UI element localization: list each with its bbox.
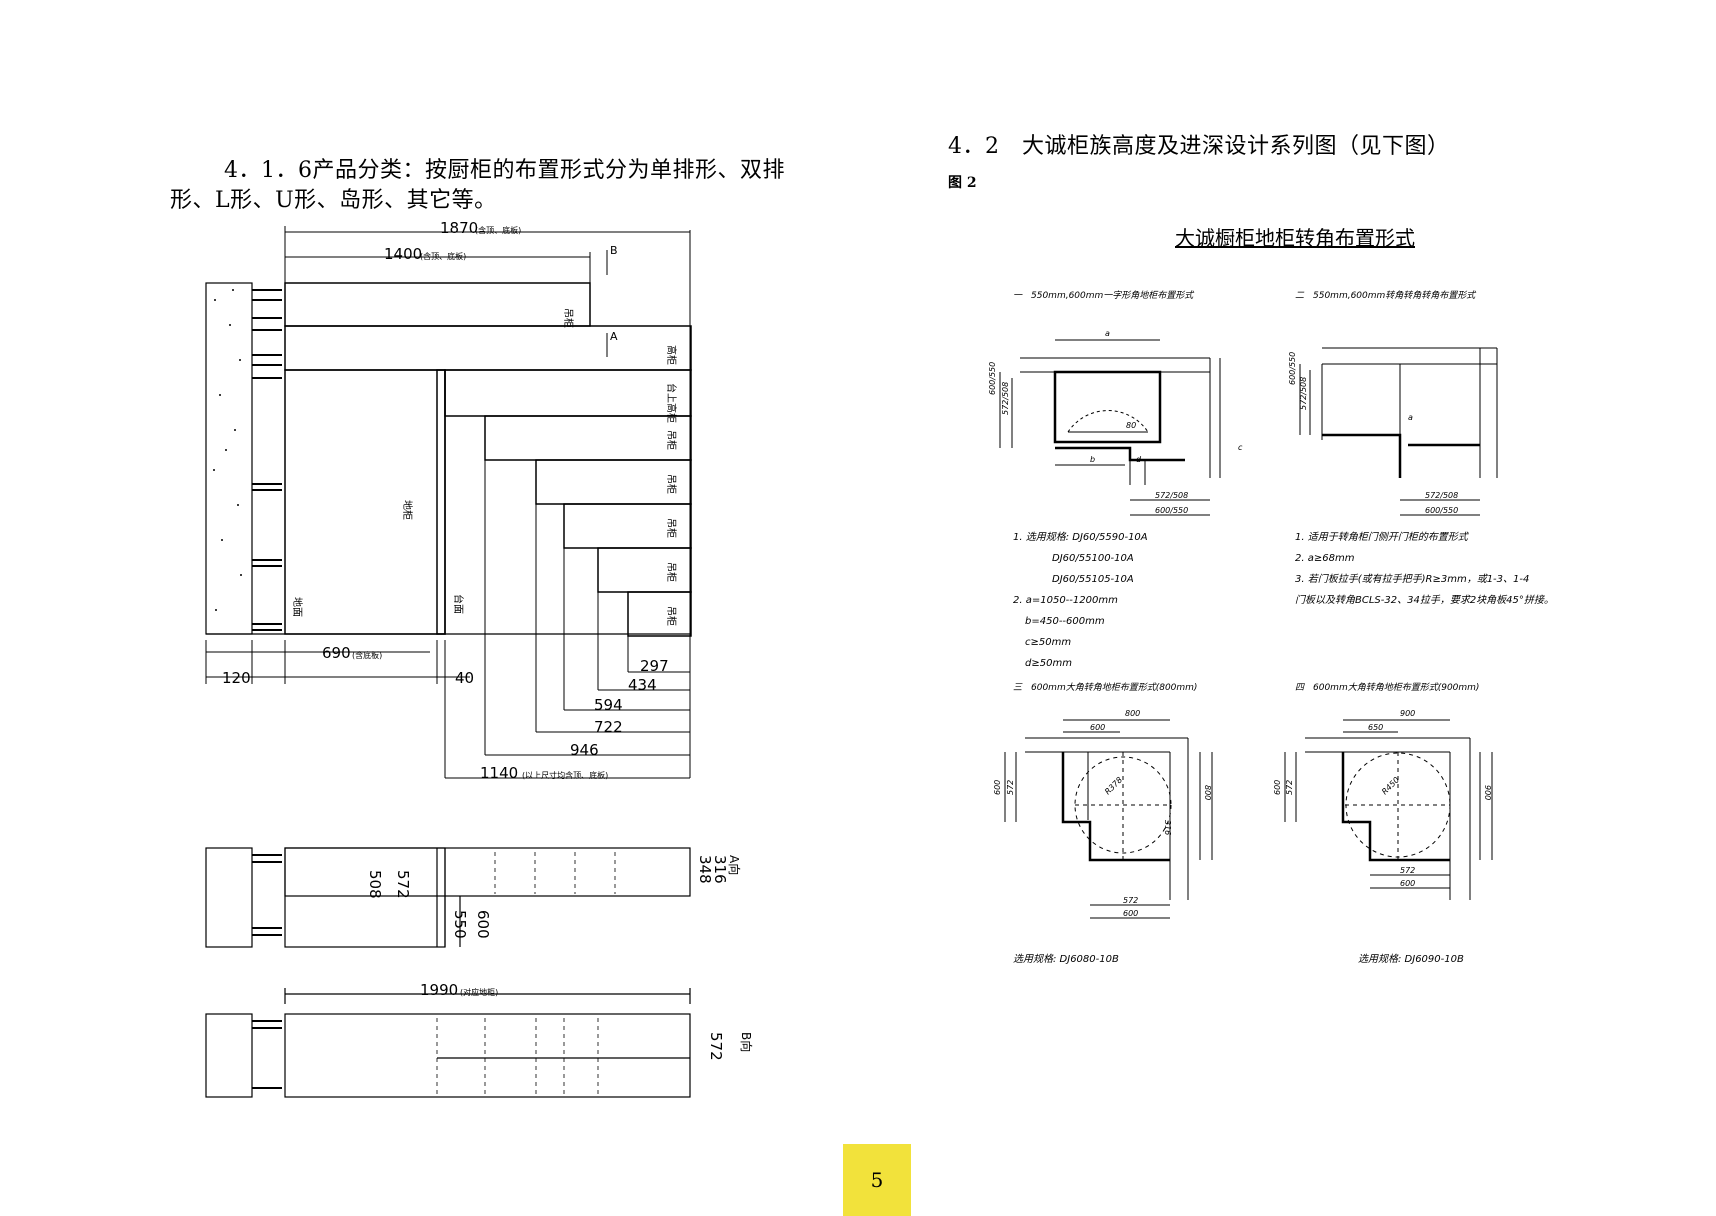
d4-dim-600-side: 600 (1273, 780, 1282, 795)
sec-a-348: 348 (696, 855, 714, 884)
d1-note-7: d≥50mm (1025, 658, 1072, 669)
label-wall-cabinet-3: 吊柜 (665, 518, 678, 538)
label-wall-cabinet-4: 吊柜 (665, 562, 678, 582)
arrow-b-label: B (610, 244, 618, 257)
dim-690-note: (含底板) (352, 650, 382, 660)
d3-dim-600-side: 600 (993, 780, 1002, 795)
label-wall-cabinet-2: 吊柜 (665, 474, 678, 494)
label-floor: 地面 (291, 597, 304, 617)
dim-1870: 1870 (440, 219, 478, 237)
d1-dim-572-508-b: 572/508 (1155, 491, 1188, 500)
dim-1140-note: (以上尺寸均含顶、底板) (522, 770, 608, 780)
d2-title: 二 550mm,600mm转角转角转角布置形式 (1295, 290, 1476, 301)
figure-label: 图 2 (948, 175, 977, 191)
d2-dim-a: a (1408, 413, 1413, 422)
d1-note-6: c≥50mm (1025, 637, 1071, 648)
d4-title: 四 600mm大角转角地柜布置形式(900mm) (1295, 682, 1479, 693)
dim-1400-note: (含顶、底板) (420, 251, 466, 261)
sec-b-1990-note: (对应地柜) (460, 987, 498, 997)
d2-dim-600-550-b: 600/550 (1425, 506, 1458, 515)
d1-title: 一 550mm,600mm一字形角地柜布置形式 (1013, 290, 1194, 301)
sec-a-572: 572 (394, 870, 412, 899)
d1-dim-a: a (1105, 329, 1110, 338)
dim-946: 946 (570, 741, 599, 759)
dim-40: 40 (455, 669, 474, 687)
d3-dim-600-b: 600 (1123, 909, 1138, 918)
d1-dim-d: d (1136, 455, 1142, 464)
d4-dim-900-side: 900 (1483, 785, 1492, 800)
dim-120: 120 (222, 669, 251, 687)
d1-dim-c: c (1238, 443, 1243, 452)
d3-dim-572-side: 572 (1006, 780, 1015, 795)
section-text: 4．1．6产品分类：按厨柜的布置形式分为单排形、双排 (224, 158, 785, 183)
label-counter-high-cabinet: 台上高柜 (665, 383, 678, 423)
d2-dim-572-508: 572/508 (1299, 377, 1308, 410)
d4-dim-572-side: 572 (1285, 780, 1294, 795)
d4-spec: 选用规格: DJ6090-10B (1358, 953, 1464, 965)
d4-dim-900: 900 (1400, 709, 1415, 718)
d2-note-2: 2. a≥68mm (1295, 553, 1355, 564)
sec-a-508: 508 (366, 870, 384, 899)
section-heading-4-1-6: 4．1．6产品分类：按厨柜的布置形式分为单排形、双排 形、L形、U形、岛形、其它… (170, 156, 870, 216)
d2-note-4: 门板以及转角BCLS-32、34拉手，要求2块角板45°拼接。 (1295, 594, 1554, 606)
sec-b-572: 572 (707, 1032, 725, 1061)
dim-297: 297 (640, 657, 669, 675)
d3-dim-800-side: 800 (1203, 785, 1212, 800)
d1-dim-600-550-b: 600/550 (1155, 506, 1188, 515)
d2-notes: 1. 适用于转角柜门侧开门柜的布置形式 2. a≥68mm 3. 若门板拉手(或… (1295, 531, 1554, 606)
diagram-title: 大诚橱柜地柜转角布置形式 (1175, 226, 1415, 250)
section-text-cont: 形、L形、U形、岛形、其它等。 (170, 188, 497, 213)
d1-dim-b: b (1090, 455, 1095, 464)
section-heading-4-2: 4．2 大诚柜族高度及进深设计系列图（见下图） (948, 134, 1450, 159)
d1-note-4: 2. a=1050--1200mm (1013, 595, 1118, 606)
d3-dim-600: 600 (1090, 723, 1105, 732)
dim-1400: 1400 (384, 245, 422, 263)
dim-434: 434 (628, 676, 657, 694)
d3-dim-800: 800 (1125, 709, 1140, 718)
d4-dim-600-b: 600 (1400, 879, 1415, 888)
label-floor-cabinet: 地柜 (401, 500, 414, 520)
d1-dim-600-550: 600/550 (988, 362, 997, 395)
d2-note-1: 1. 适用于转角柜门侧开门柜的布置形式 (1295, 531, 1470, 543)
sec-a-label: A向 (727, 855, 742, 875)
sec-a-550: 550 (451, 910, 469, 939)
d1-notes: 1. 选用规格: DJ60/5590-10A DJ60/55100-10A DJ… (1013, 531, 1148, 669)
label-wall-cabinet-1: 吊柜 (665, 430, 678, 450)
d1-note-5: b=450--600mm (1025, 616, 1105, 627)
d2-dim-600-550: 600/550 (1288, 352, 1297, 385)
d3-dim-radius: R378 (1103, 775, 1124, 796)
d1-note-3: DJ60/55105-10A (1052, 574, 1134, 585)
dim-594: 594 (594, 696, 623, 714)
d1-note-2: DJ60/55100-10A (1052, 553, 1134, 564)
d4-dim-572: 572 (1400, 866, 1415, 875)
d3-spec: 选用规格: DJ6080-10B (1013, 953, 1119, 965)
sec-b-label: B向 (739, 1032, 754, 1052)
label-high-cabinet: 高柜 (665, 345, 678, 365)
label-wall-cabinet-top: 吊柜 (562, 308, 575, 328)
arrow-a-label: A (610, 330, 618, 343)
dim-690: 690 (322, 644, 351, 662)
d3-dim-316: 316 (1163, 820, 1172, 835)
d1-note-1: 1. 选用规格: DJ60/5590-10A (1013, 531, 1148, 543)
dim-722: 722 (594, 718, 623, 736)
label-countertop: 台面 (452, 594, 465, 614)
sec-b-1990: 1990 (420, 981, 458, 999)
d3-title: 三 600mm大角转角地柜布置形式(800mm) (1013, 682, 1197, 693)
d2-dim-572-508-b: 572/508 (1425, 491, 1458, 500)
dim-1140: 1140 (480, 764, 518, 782)
d1-dim-80: 80 (1126, 421, 1136, 430)
d3-dim-572: 572 (1123, 896, 1138, 905)
dim-1870-note: (含顶、底板) (475, 225, 521, 235)
page-number: 5 (843, 1144, 911, 1216)
sec-a-600: 600 (474, 910, 492, 939)
d2-note-3: 3. 若门板拉手(或有拉手把手)R≥3mm，或1-3、1-4 (1295, 573, 1529, 585)
label-wall-cabinet-5: 吊柜 (665, 606, 678, 626)
d1-dim-572-508: 572/508 (1001, 382, 1010, 415)
sec-a-316: 316 (711, 855, 729, 884)
d4-dim-650: 650 (1368, 723, 1383, 732)
